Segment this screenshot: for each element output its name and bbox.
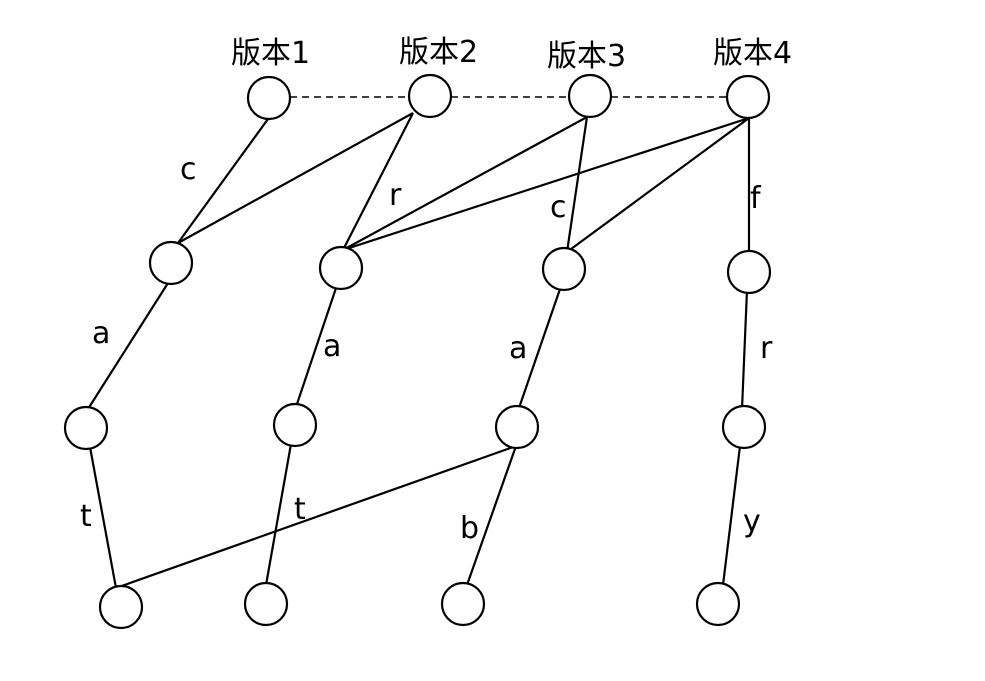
edge-f-r xyxy=(740,289,749,410)
edge-root3-r xyxy=(342,116,588,251)
node-level2-a3 xyxy=(494,404,540,450)
edge-a3-t xyxy=(115,444,517,590)
root-node-version-4 xyxy=(725,74,771,120)
edge-a3-b xyxy=(465,445,518,586)
edge-label-a3: a xyxy=(509,331,527,366)
version-4-label: 版本4 xyxy=(713,36,792,71)
edge-root2-c xyxy=(177,112,414,244)
edge-label-r1: r xyxy=(389,178,402,213)
edge-label-a2: a xyxy=(323,329,341,364)
node-level2-a2 xyxy=(272,402,318,448)
node-level2-r xyxy=(721,404,767,450)
node-level3-t2 xyxy=(243,581,289,627)
edge-label-a1: a xyxy=(92,316,110,351)
root-node-version-1 xyxy=(246,75,292,121)
edge-label-c1: c xyxy=(180,152,197,187)
node-level1-c2 xyxy=(541,246,587,292)
root-node-version-3 xyxy=(567,73,613,119)
edge-root1-c xyxy=(177,118,269,244)
edge-label-y1: y xyxy=(743,504,761,539)
edge-label-b1: b xyxy=(460,511,479,546)
edge-label-f1: f xyxy=(750,181,762,216)
edge-label-t2: t xyxy=(294,492,306,527)
edge-root3-c xyxy=(565,116,589,253)
edge-c1-a xyxy=(87,282,169,410)
node-level2-a1 xyxy=(63,405,109,451)
edge-a2-t xyxy=(264,443,293,586)
node-level3-b xyxy=(440,581,486,627)
version-1-label: 版本1 xyxy=(231,36,310,71)
edge-root4-r xyxy=(342,116,750,252)
edge-label-t1: t xyxy=(80,499,92,534)
edge-r-y xyxy=(721,445,742,586)
edge-root4-c xyxy=(566,117,750,253)
node-level1-f xyxy=(726,249,772,295)
edge-a1-t xyxy=(88,446,118,589)
version-3-label: 版本3 xyxy=(547,39,626,74)
version-2-label: 版本2 xyxy=(399,35,478,70)
root-node-version-2 xyxy=(407,73,453,119)
node-level1-r xyxy=(318,245,364,291)
edge-label-c2: c xyxy=(550,190,567,225)
node-level3-y xyxy=(695,581,741,627)
edge-c2-a xyxy=(517,288,562,409)
node-level1-c1 xyxy=(148,240,194,286)
node-level3-t1 xyxy=(98,584,144,630)
edge-root2-r xyxy=(342,112,414,251)
edge-label-r2: r xyxy=(760,331,773,366)
edge-r-a xyxy=(294,287,338,408)
